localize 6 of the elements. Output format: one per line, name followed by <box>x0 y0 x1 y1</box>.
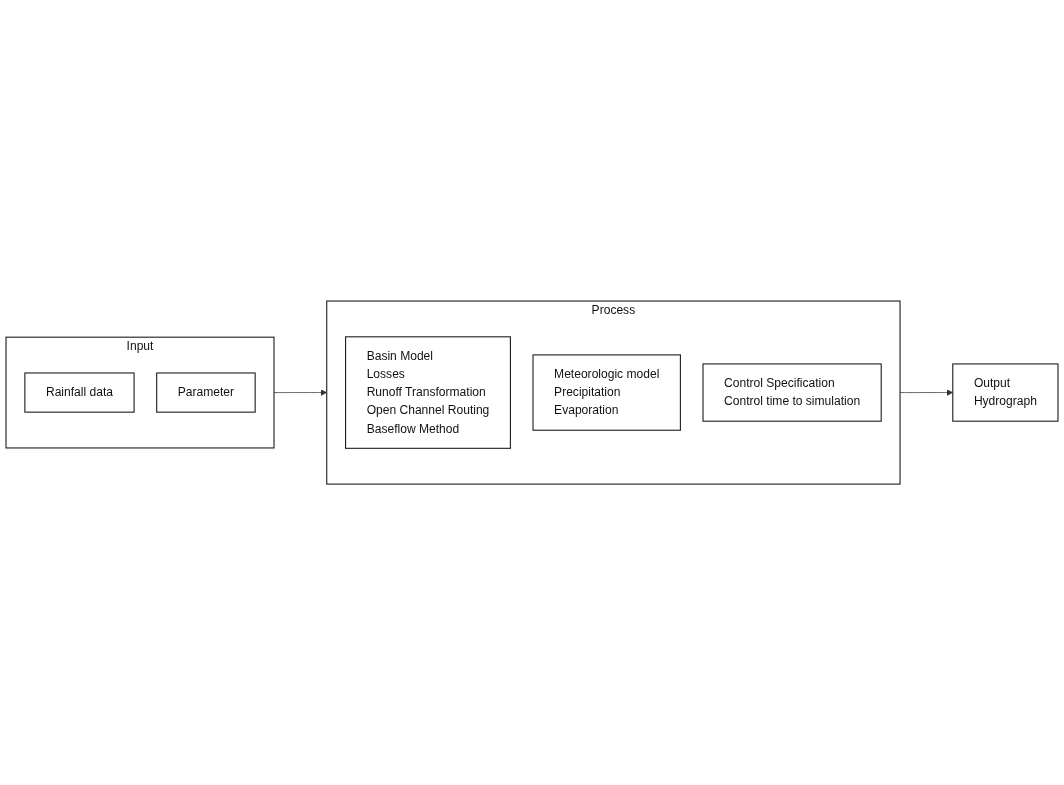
node-box: Control Specification Control time to simulation <box>702 363 882 422</box>
node-box: Rainfall data <box>24 372 135 413</box>
node-box: Meteorologic model Precipitation Evaporation <box>532 354 681 431</box>
node-box: Parameter <box>156 372 256 413</box>
node-box: Output Hydrograph <box>952 363 1059 422</box>
node-box: Basin Model Losses Runoff Transformation Open Channel Routing Baseflow Method <box>345 336 511 449</box>
